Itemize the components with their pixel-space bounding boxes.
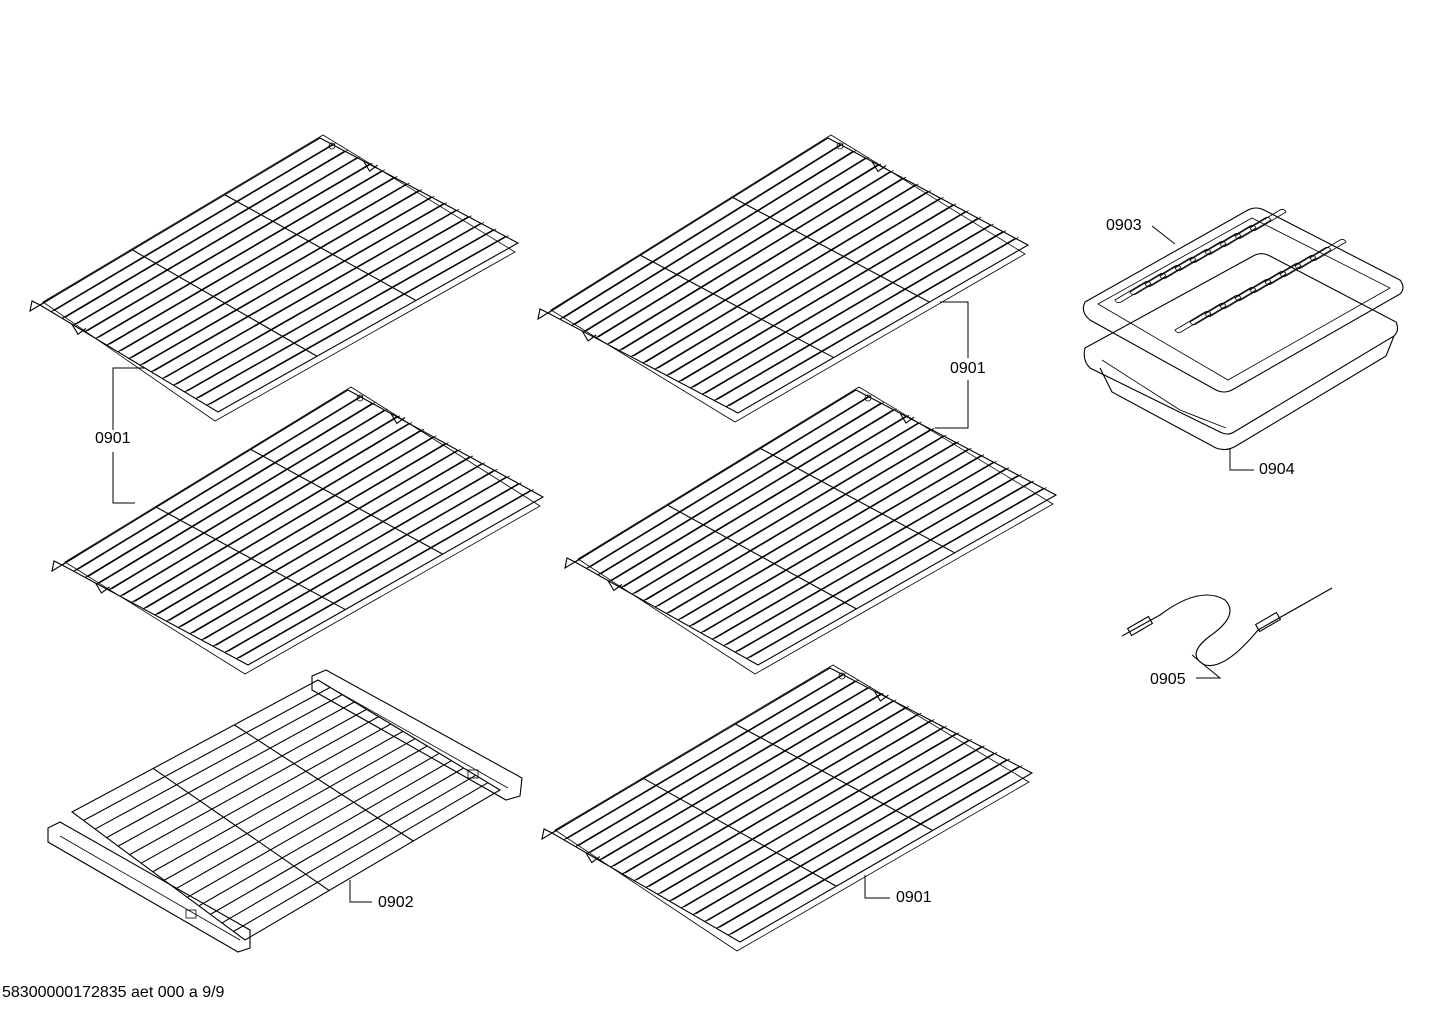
- oven-rack-top-left: [29, 134, 520, 422]
- label-0901-left: 0901: [95, 430, 131, 448]
- leader-0901-right-b: [935, 380, 969, 429]
- leader-0901-left-b: [112, 452, 135, 504]
- leader-0901-left: [112, 367, 145, 430]
- leader-0905: [1191, 654, 1222, 679]
- label-0901-right: 0901: [950, 360, 986, 378]
- leader-0901-right: [940, 301, 969, 358]
- leader-0901-bottom: [864, 875, 890, 899]
- leader-0904: [1229, 448, 1254, 471]
- document-id: 58300000172835 aet 000 a 9/9: [2, 984, 225, 1001]
- broil-pan-assembly: [1082, 207, 1404, 451]
- oven-rack-top-right: [537, 134, 1030, 423]
- oven-rack-middle-right: [564, 386, 1058, 675]
- label-0902: 0902: [378, 894, 414, 912]
- leader-0902: [349, 880, 372, 903]
- oven-rack-middle-left: [51, 386, 545, 675]
- label-0905: 0905: [1150, 671, 1186, 689]
- label-0901-bottom: 0901: [896, 889, 932, 907]
- leader-0903: [1151, 225, 1176, 245]
- telescopic-rack: [47, 669, 523, 953]
- label-0903: 0903: [1106, 217, 1142, 235]
- oven-rack-bottom-right: [541, 664, 1034, 952]
- label-0904: 0904: [1259, 461, 1295, 479]
- meat-probe: [1121, 587, 1333, 667]
